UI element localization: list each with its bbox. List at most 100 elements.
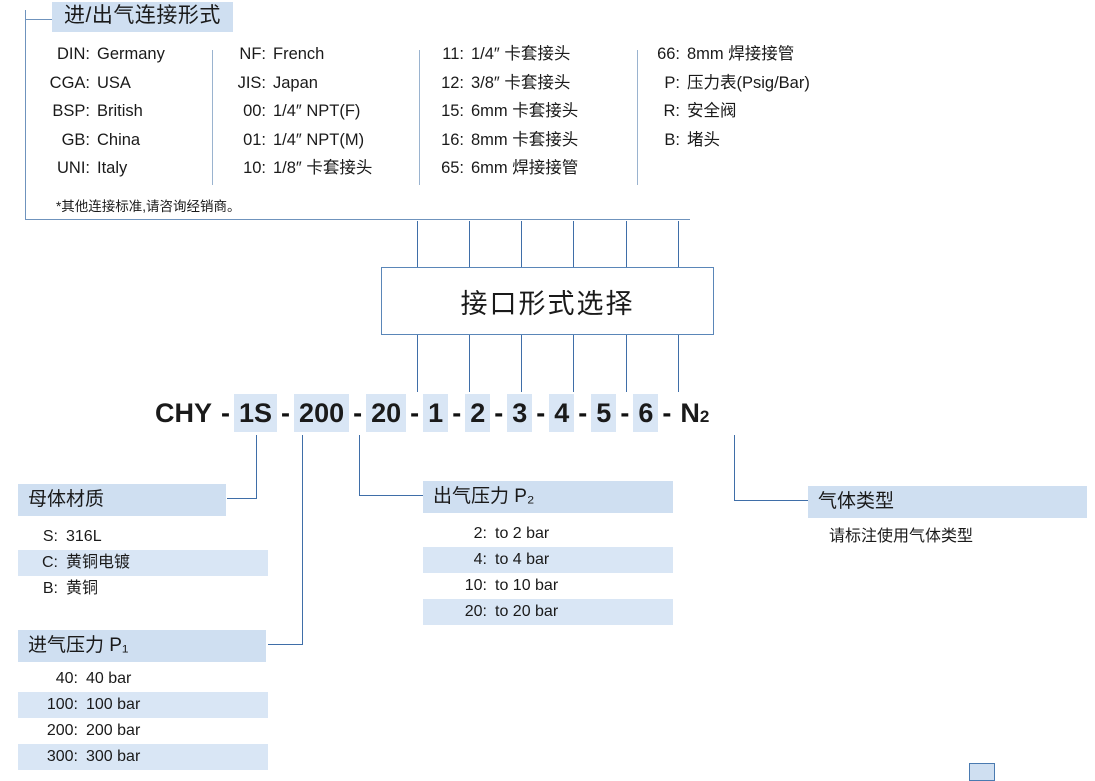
connection-label: British: [97, 102, 143, 120]
material-code: B:: [42, 580, 58, 597]
inlet-pressure-row: 100: 100 bar: [18, 692, 268, 718]
connection-code: BSP:: [52, 102, 90, 120]
connector-down-4: [573, 335, 574, 392]
part-gas-subscript: 2: [699, 407, 710, 426]
part-number: CHY - 1S - 200 - 20 - 1 - 2 - 3 - 4 - 5 …: [150, 394, 714, 436]
connection-label: 6mm 焊接接管: [471, 159, 579, 177]
connection-code: R:: [663, 102, 681, 120]
connection-item: 15: 6mm 卡套接头: [438, 97, 578, 126]
inlet-pressure-row: 300:300 bar: [18, 744, 268, 770]
interface-type-box: 接口形式选择: [381, 267, 714, 335]
part-dash: -: [353, 398, 363, 428]
connection-label: French: [273, 45, 325, 63]
outlet-pressure-row: 2:to 2 bar: [423, 521, 673, 547]
corner-widget[interactable]: [969, 763, 995, 781]
connector-down-5: [626, 335, 627, 392]
part-dash: -: [452, 398, 462, 428]
material-row: S: 316L: [18, 524, 268, 550]
connection-label: Germany: [97, 45, 165, 63]
outlet-connector-horizontal: [359, 495, 423, 496]
connection-item: UNI: Italy: [40, 154, 165, 183]
material-code: S:: [42, 528, 58, 545]
connection-code: 15:: [441, 102, 464, 120]
outlet-pressure-label: to 10 bar: [495, 577, 559, 594]
connection-label: 6mm 卡套接头: [471, 102, 579, 120]
inlet-pressure-code: 300:: [46, 748, 78, 765]
connection-item: DIN: Germany: [40, 40, 165, 69]
connection-column-0: DIN: Germany CGA: USA BSP: British GB:China…: [40, 40, 165, 183]
connection-label: 8mm 卡套接头: [471, 130, 579, 149]
part-dash: -: [221, 398, 231, 428]
connection-code: 00:: [243, 102, 266, 120]
part-segment-port-1: 1: [423, 394, 449, 432]
inlet-pressure-code: 40:: [55, 670, 78, 687]
connector-up-1: [417, 221, 418, 267]
part-dash: -: [578, 398, 588, 428]
connection-label: USA: [97, 73, 131, 92]
material-row: B: 黄铜: [18, 576, 268, 602]
connection-code: CGA:: [49, 73, 90, 92]
part-segment-port-3: 3: [507, 394, 533, 432]
connection-type-title: 进/出气连接形式: [52, 2, 233, 32]
outlet-pressure-label: to 20 bar: [495, 603, 559, 620]
connection-code: DIN:: [57, 45, 90, 63]
connection-code: P:: [664, 73, 680, 92]
inlet-pressure-label: 100 bar: [86, 696, 141, 713]
connection-code: 66:: [657, 45, 680, 63]
connection-label: 安全阀: [687, 102, 737, 120]
connection-code: NF:: [239, 45, 266, 63]
connection-code: 16:: [441, 130, 464, 149]
connection-item: 65:6mm 焊接接管: [438, 154, 578, 183]
outlet-pressure-row: 10:to 10 bar: [423, 573, 673, 599]
part-segment-material: 1S: [234, 394, 278, 432]
connection-item: 16: 8mm 卡套接头: [438, 126, 578, 155]
connection-item: B:堵头: [656, 126, 810, 155]
material-label: 316L: [66, 528, 102, 545]
connection-column-2: 11: 1/4″ 卡套接头 12:3/8″ 卡套接头 15: 6mm 卡套接头 16…: [438, 40, 578, 183]
inlet-pressure-title: 进气压力 P₁: [18, 630, 266, 662]
connection-item: 00: 1/4″ NPT(F): [232, 97, 372, 126]
inlet-connector-vertical: [302, 435, 303, 644]
connection-label: Italy: [97, 159, 128, 177]
connection-item: 01:1/4″ NPT(M): [232, 126, 372, 155]
connection-label: 1/4″ NPT(F): [273, 102, 361, 120]
connection-item: NF: French: [232, 40, 372, 69]
part-dash: -: [281, 398, 291, 428]
part-segment-port-2: 2: [465, 394, 491, 432]
inlet-pressure-label: 200 bar: [86, 722, 141, 739]
connection-code: B:: [664, 130, 680, 149]
inlet-pressure-code: 100:: [46, 696, 78, 713]
material-connector-vertical: [256, 435, 257, 498]
column-divider-2: [419, 50, 420, 185]
connection-code: 12:: [441, 73, 464, 92]
connector-down-3: [521, 335, 522, 392]
material-code: C:: [42, 554, 58, 571]
connection-label: 1/4″ 卡套接头: [471, 45, 571, 63]
material-label: 黄铜电镀: [66, 554, 131, 571]
connection-code: JIS:: [237, 73, 266, 92]
connection-label: 1/4″ NPT(M): [273, 130, 365, 149]
connection-item: CGA: USA: [40, 69, 165, 98]
column-divider-3: [637, 50, 638, 185]
gas-type-note: 请标注使用气体类型: [829, 528, 974, 545]
connector-up-6: [678, 221, 679, 267]
connector-up-3: [521, 221, 522, 267]
connection-label: 8mm 焊接接管: [687, 45, 795, 63]
connection-label: 1/8″ 卡套接头: [273, 159, 373, 177]
part-segment-port-4: 4: [549, 394, 575, 432]
material-label: 黄铜: [66, 580, 99, 597]
connector-up-2: [469, 221, 470, 267]
connection-item: 12:3/8″ 卡套接头: [438, 69, 578, 98]
connector-up-4: [573, 221, 574, 267]
material-row: C: 黄铜电镀: [18, 550, 268, 576]
part-dash: -: [620, 398, 630, 428]
connection-column-1: NF: French JIS:Japan 00: 1/4″ NPT(F) 01:1/…: [232, 40, 373, 183]
connection-code: UNI:: [57, 159, 90, 177]
connection-item: GB:China: [40, 126, 165, 155]
connection-code: 11:: [442, 45, 464, 63]
connector-up-5: [626, 221, 627, 267]
connection-item: JIS:Japan: [232, 69, 372, 98]
outlet-pressure-row: 20:to 20 bar: [423, 599, 673, 625]
connection-item: R: 安全阀: [656, 97, 810, 126]
